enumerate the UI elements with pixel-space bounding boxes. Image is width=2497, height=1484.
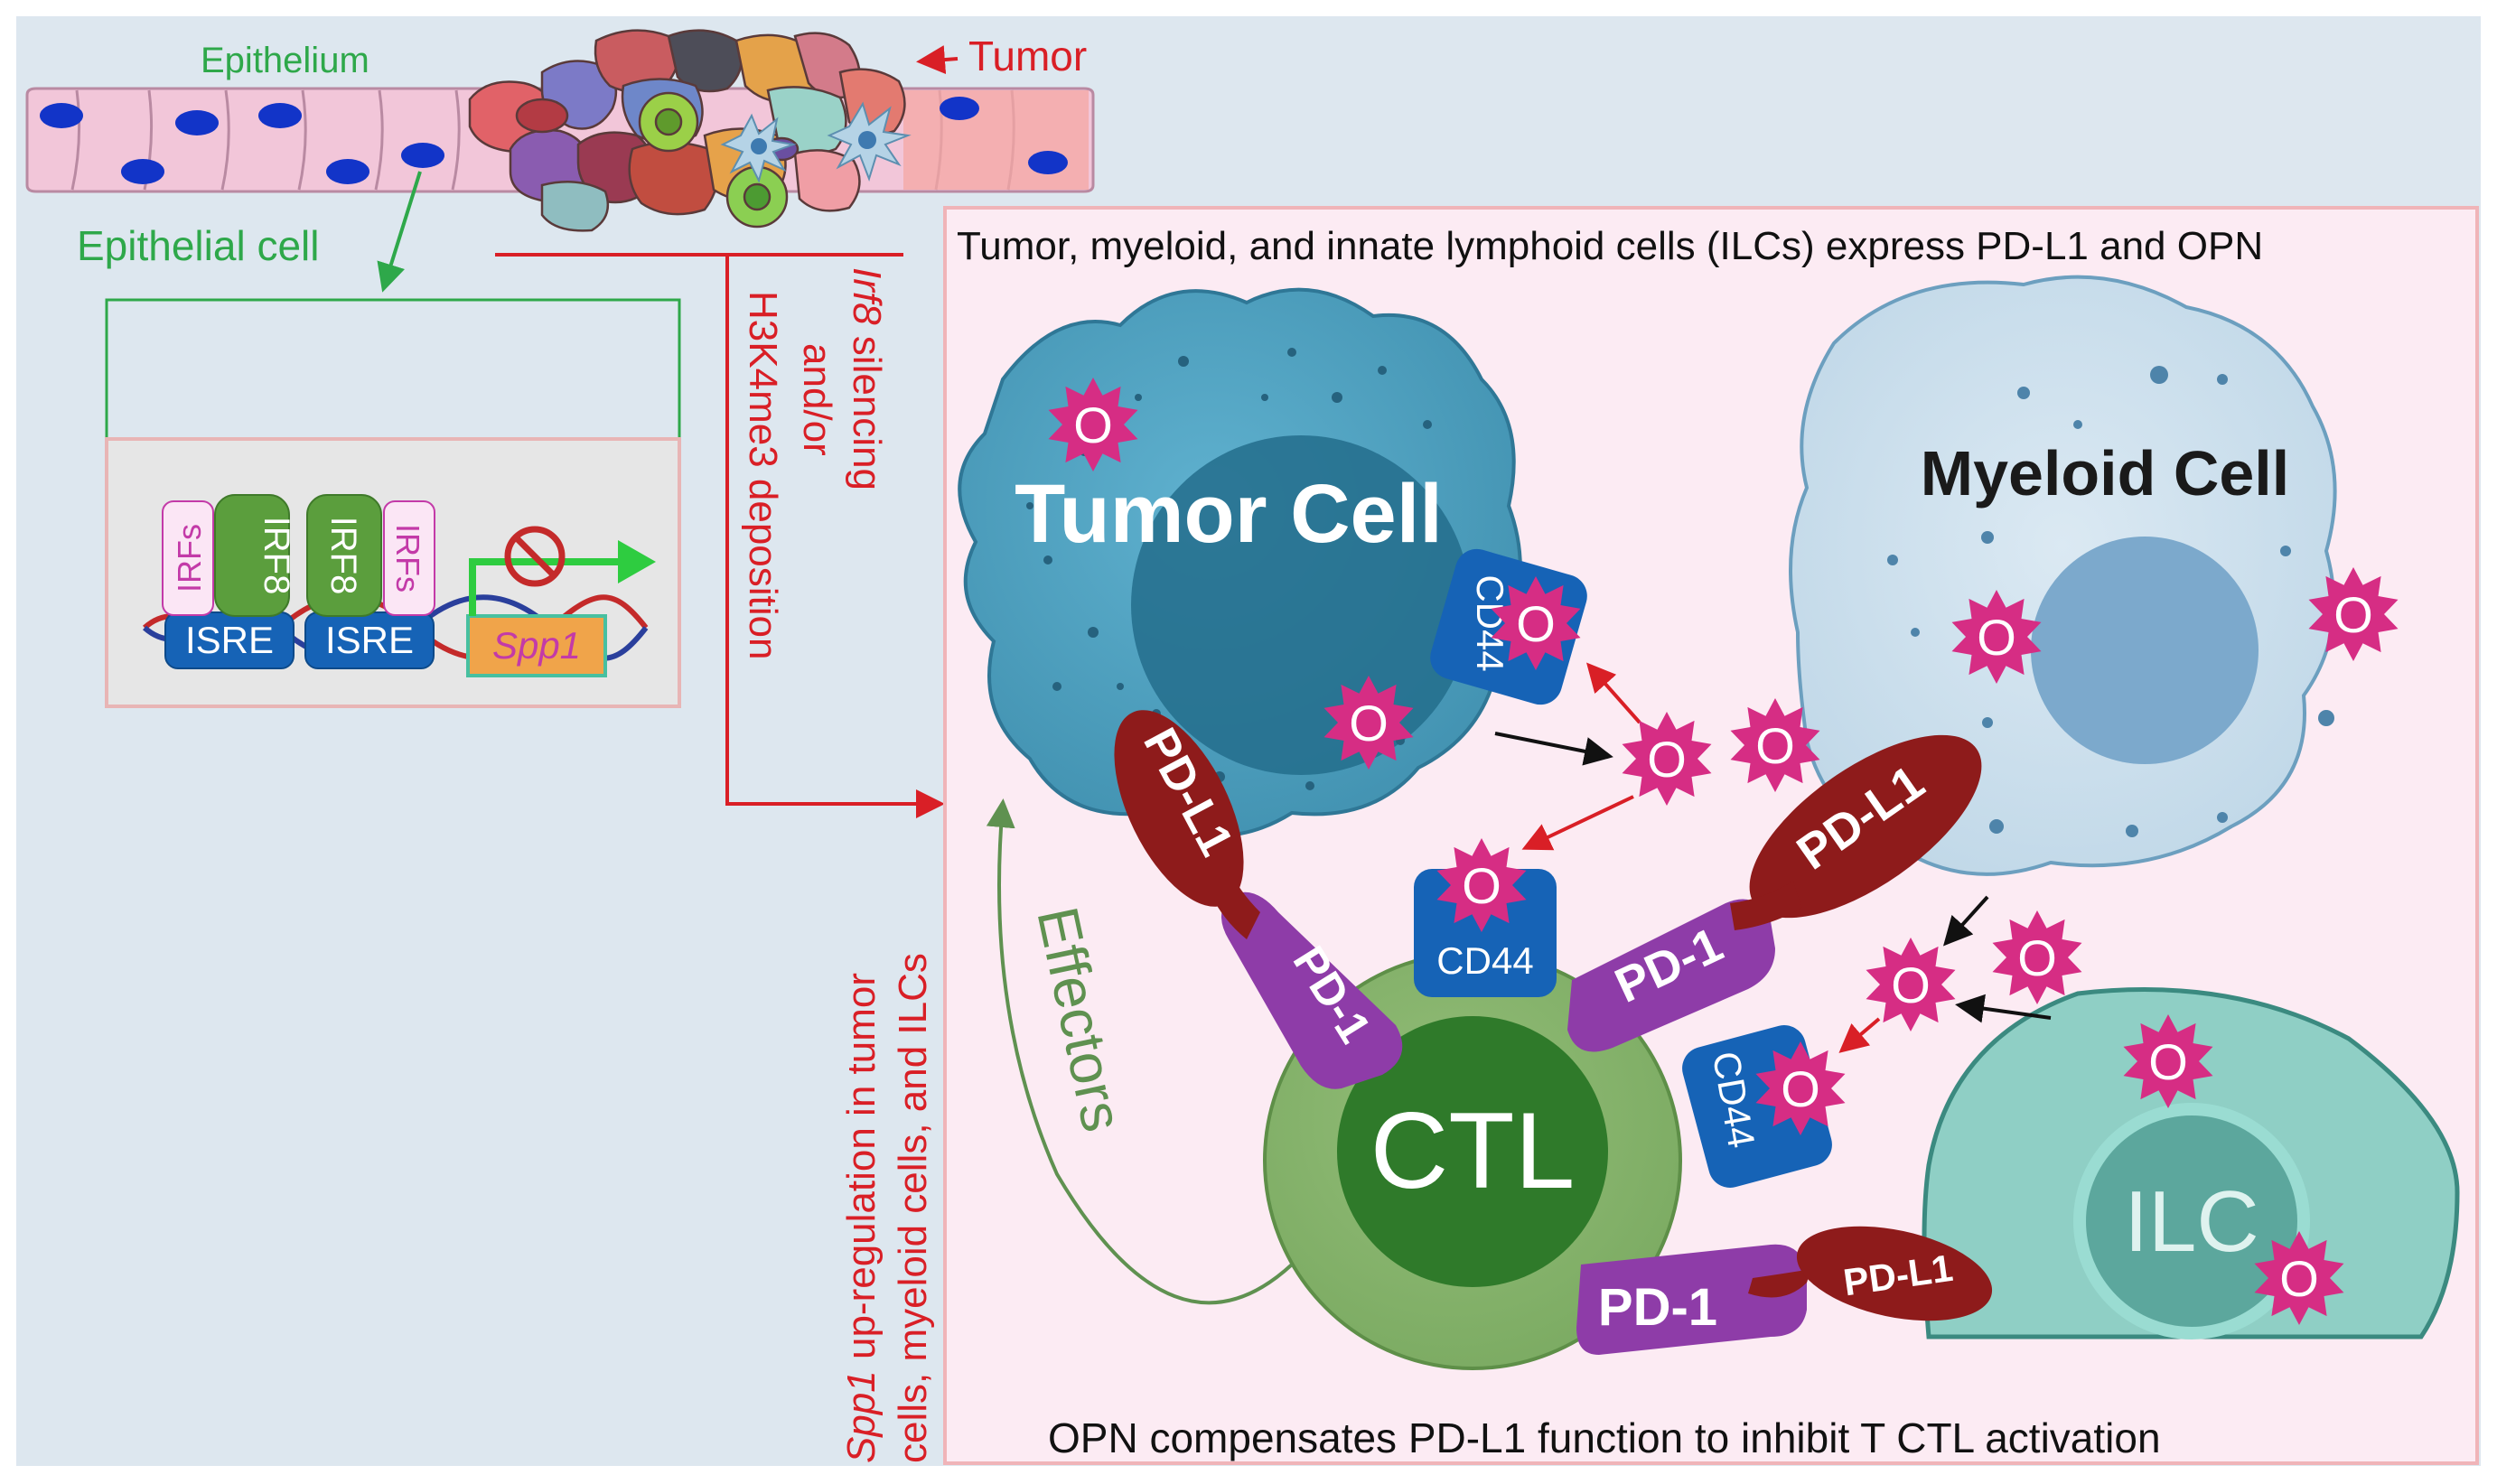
opn-molecule: O: [1992, 910, 2082, 1004]
myeloid-cell: Myeloid Cell: [1789, 275, 2344, 876]
tumor-label: Tumor: [968, 33, 1087, 79]
opn-molecule-label: O: [1462, 857, 1501, 914]
ilc-pair-pd1-label: PD-1: [1598, 1278, 1717, 1337]
spp1-upregulation-text-2: cells, myeloid cells, and ILCs: [891, 953, 935, 1463]
ctl-top-cd44-label: CD44: [1436, 939, 1533, 982]
binding-arrow-tumor-cd44: [1586, 662, 1641, 724]
opn-molecule-label: O: [1891, 957, 1931, 1013]
and-or-text: and/or: [795, 343, 839, 456]
tumor-pointer-arrow: [916, 45, 959, 75]
opn-molecule: O: [1866, 938, 1956, 1031]
binding-arrow-ilc-cd44: [1838, 1017, 1881, 1053]
panel-footer: OPN compensates PD-L1 function to inhibi…: [1048, 1414, 2161, 1461]
secretion-arrow-tumor: [1494, 732, 1613, 766]
opn-molecule-label: O: [1073, 397, 1113, 453]
tumor-cell: Tumor Cell: [958, 287, 1522, 837]
opn-molecule: O: [1951, 590, 2042, 684]
opn-molecule-label: O: [1647, 731, 1687, 788]
zoom-frame: [105, 298, 681, 439]
opn-molecule: O: [1730, 698, 1820, 792]
dendritic-cells: [720, 101, 912, 183]
tumor-cluster: [468, 29, 906, 232]
opn-molecule: O: [1622, 712, 1712, 806]
opn-molecule-label: O: [1755, 717, 1795, 774]
irfs-label-2: IRFs: [389, 524, 426, 593]
epithelium-label: Epithelium: [201, 41, 369, 80]
myeloid-pd1-pdl1-pair: PD-1 PD-L1: [1567, 734, 1982, 1052]
spp1-gene-block: [466, 614, 607, 677]
binding-arrow-ctl-cd44: [1521, 795, 1634, 851]
epithelial-cell-arrow: [377, 171, 422, 293]
spp1-upregulation-text-1: Spp1 up-regulation in tumor: [839, 973, 884, 1463]
ilc-label: ILC: [2124, 1173, 2259, 1270]
opn-molecule: O: [2123, 1014, 2213, 1108]
opn-molecule-label: O: [1349, 695, 1389, 751]
ilc-pd1-pdl1-pair: PD-1 PD-L1: [1576, 1226, 1993, 1355]
opn-molecule-label: O: [2017, 929, 2057, 986]
opn-molecule-label: O: [1977, 609, 2016, 666]
opn-molecule-label: O: [2333, 586, 2373, 643]
opn-molecule: O: [1436, 838, 1527, 932]
opn-molecule-label: O: [1516, 595, 1556, 652]
opn-molecules: O O O O O O O O O O O O O: [1048, 378, 2399, 1325]
gene-regulation-box: ISRE ISRE IRFs IRF8 IRF8 IRFs Spp1: [105, 437, 681, 708]
transcription-arrow: [469, 558, 623, 616]
secretion-arrow-ilc: [1955, 994, 2052, 1023]
opn-molecule-label: O: [2279, 1250, 2319, 1307]
no-transcription-icon: [504, 526, 566, 587]
isre-label-1: ISRE: [185, 619, 274, 661]
irf8-label-2: IRF8: [323, 517, 363, 595]
tumor-cd44-label: CD44: [1469, 574, 1511, 671]
opn-molecule: O: [1048, 378, 1138, 471]
secretion-arrow-myeloid: [1942, 895, 1989, 947]
irfs-label-1: IRFs: [171, 524, 208, 593]
epithelial-cell-label: Epithelial cell: [77, 222, 319, 269]
bracket-arrow: [725, 255, 945, 818]
opn-molecule-label: O: [1781, 1060, 1820, 1117]
opn-molecule: O: [1491, 576, 1581, 670]
myeloid-cell-label: Myeloid Cell: [1921, 438, 2289, 509]
effectors-arrow: [986, 798, 1294, 1305]
opn-molecule: O: [2254, 1231, 2344, 1325]
opn-molecule-label: O: [2148, 1033, 2188, 1090]
ctl-label: CTL: [1370, 1090, 1576, 1211]
irf8-label-1: IRF8: [257, 517, 296, 595]
opn-molecule: O: [1323, 676, 1414, 770]
isre-label-2: ISRE: [325, 619, 414, 661]
opn-molecule: O: [2308, 567, 2399, 661]
panel-title: Tumor, myeloid, and innate lymphoid cell…: [957, 224, 2263, 268]
h3k4me3-text: H3K4me3 deposition: [741, 291, 785, 659]
irf8-silencing-text: Irf8 silencing: [845, 267, 889, 490]
spp1-gene-label: Spp1: [492, 624, 581, 667]
opn-molecule: O: [1755, 1041, 1846, 1135]
tumor-cell-label: Tumor Cell: [1015, 468, 1443, 560]
